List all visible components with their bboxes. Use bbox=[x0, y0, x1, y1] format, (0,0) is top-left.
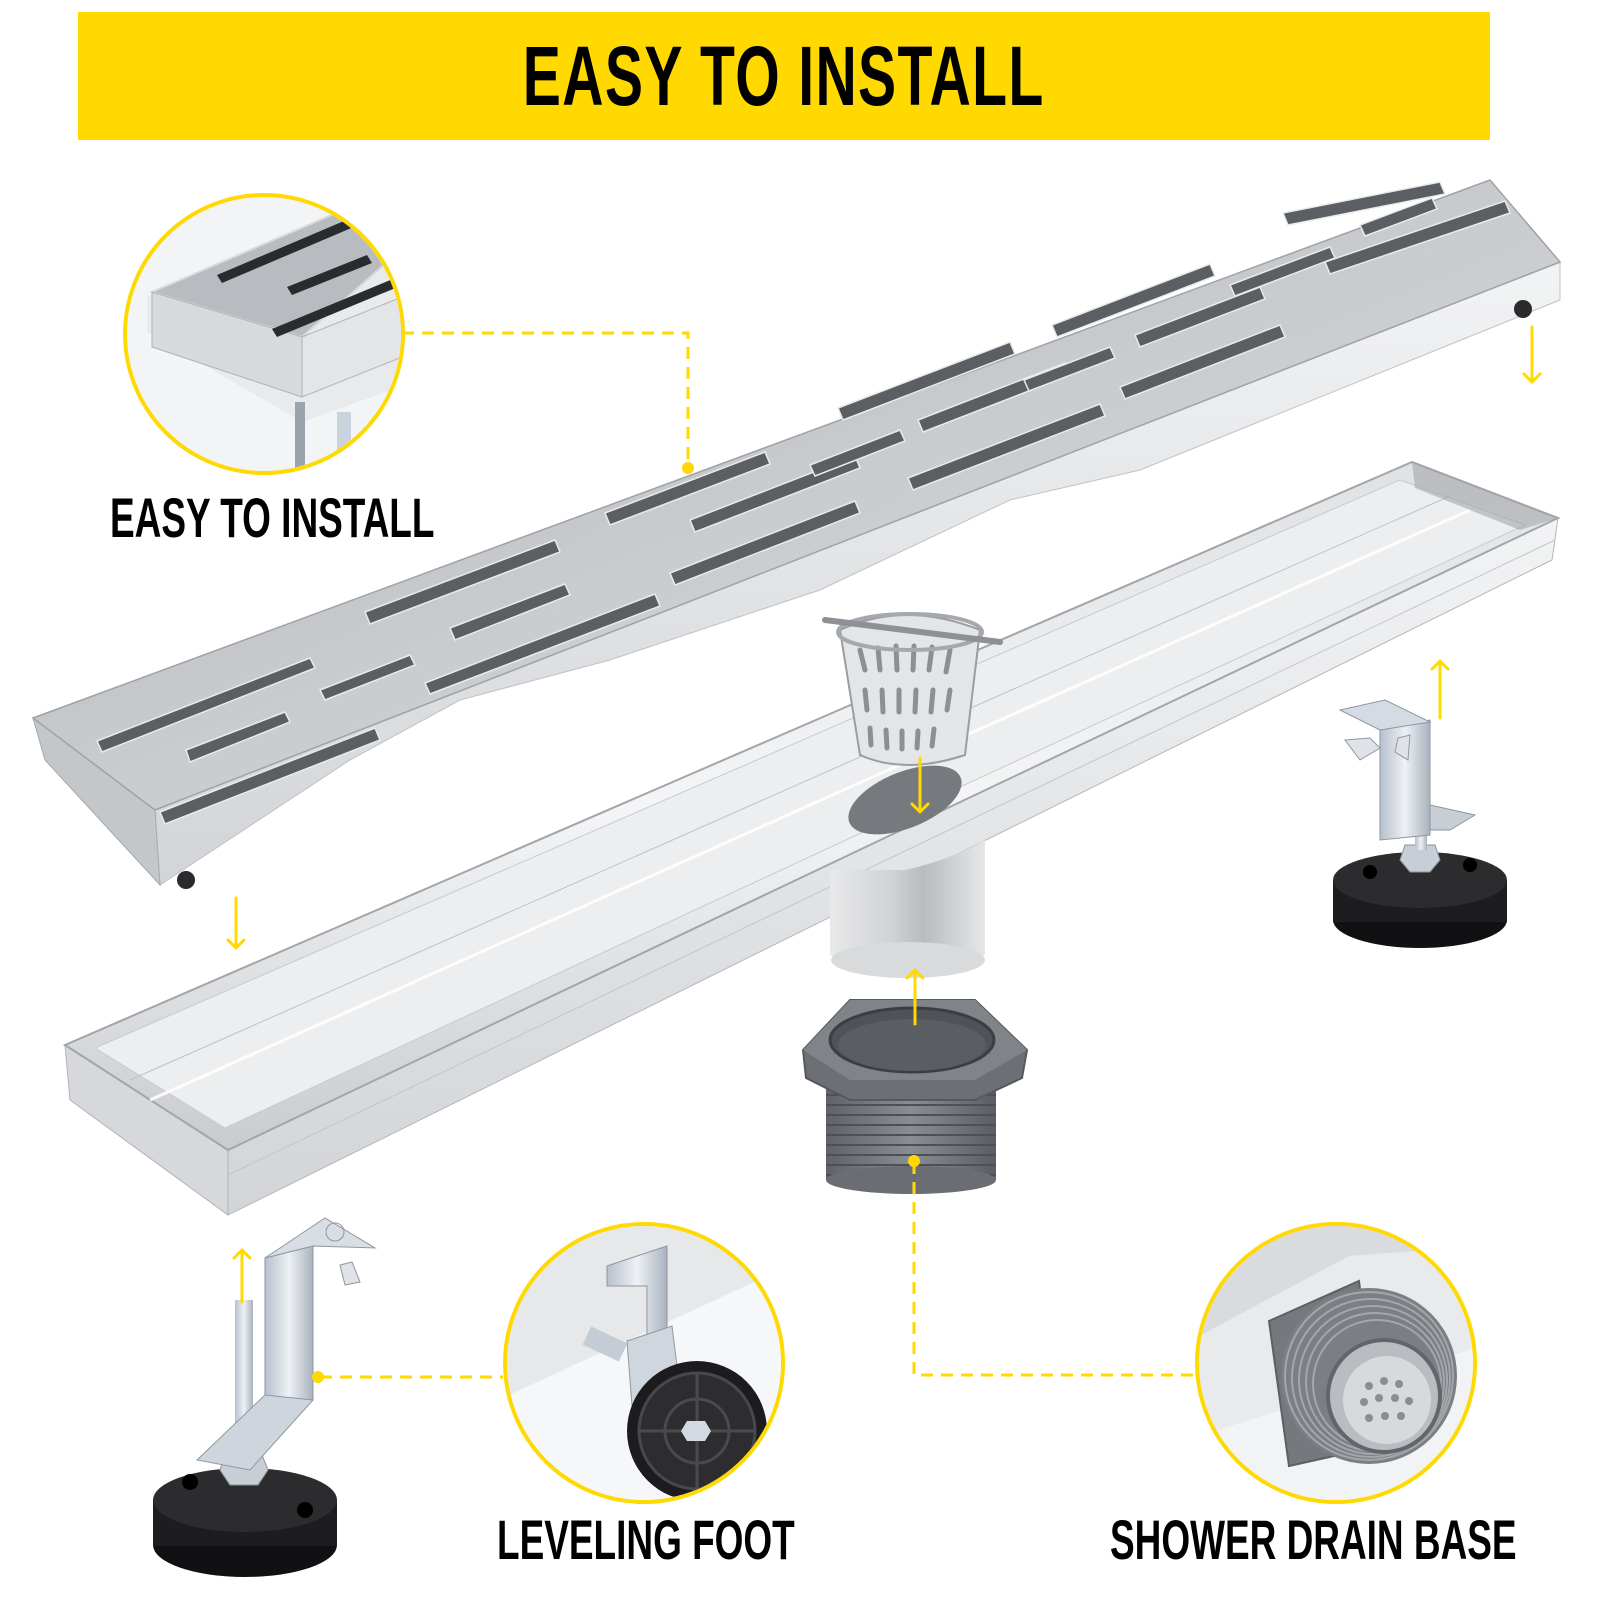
base-up-arrow-icon bbox=[905, 968, 925, 1026]
grate-callout-label: EASY TO INSTALL bbox=[110, 486, 435, 549]
grate-left-down-arrow-icon bbox=[226, 896, 246, 950]
title-banner: EASY TO INSTALL bbox=[78, 12, 1490, 140]
hair-strainer-basket bbox=[822, 612, 1003, 766]
basket-down-arrow-icon bbox=[910, 756, 930, 814]
leveling-foot-callout bbox=[503, 1222, 785, 1504]
threaded-drain-base bbox=[801, 999, 1029, 1194]
grate-corner-detail-icon bbox=[127, 197, 401, 471]
base-callout-leader bbox=[912, 1162, 1195, 1377]
drain-base-callout bbox=[1195, 1222, 1477, 1504]
slotted-grate-cover bbox=[31, 179, 1562, 889]
drain-outlet-pipe bbox=[830, 840, 985, 978]
base-leader-dot bbox=[908, 1155, 920, 1167]
grate-leader-dot bbox=[682, 462, 694, 474]
grate-corner-callout bbox=[123, 193, 405, 475]
linear-drain-channel bbox=[62, 460, 1561, 1216]
leveling-foot-label: LEVELING FOOT bbox=[497, 1508, 795, 1571]
leveling-foot-right bbox=[1333, 699, 1507, 948]
grate-right-down-arrow-icon bbox=[1522, 325, 1542, 384]
right-foot-up-arrow-icon bbox=[1430, 659, 1450, 720]
grate-callout-leader bbox=[402, 331, 690, 466]
banner-title: EASY TO INSTALL bbox=[523, 29, 1045, 123]
drain-base-detail-icon bbox=[1199, 1226, 1473, 1500]
foot-leader-dot bbox=[312, 1371, 324, 1383]
left-foot-up-arrow-icon bbox=[232, 1248, 252, 1304]
leveling-foot-detail-icon bbox=[507, 1226, 781, 1500]
drain-base-label: SHOWER DRAIN BASE bbox=[1110, 1508, 1517, 1571]
leveling-foot-left bbox=[153, 1217, 377, 1577]
